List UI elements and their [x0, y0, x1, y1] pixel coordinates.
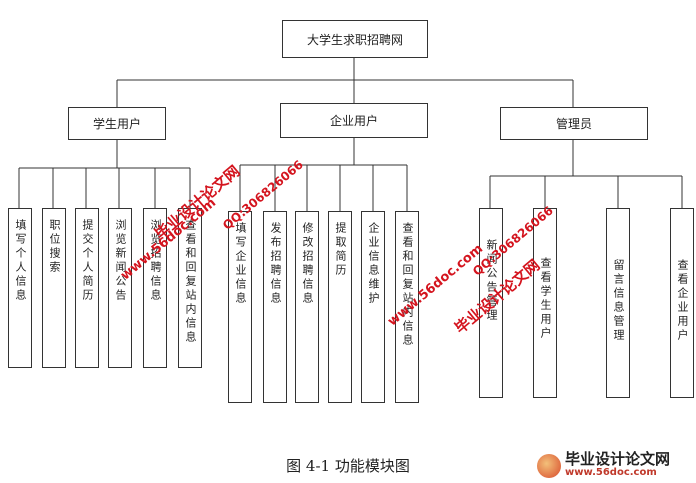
leaf-node: 新闻公告管理 — [479, 208, 503, 398]
leaf-node: 修改招聘信息 — [295, 211, 319, 403]
figure-caption: 图 4-1 功能模块图 — [286, 457, 410, 475]
leaf-node: 查看和回复站内信息 — [178, 208, 202, 368]
leaf-label: 查看和回复站内信息 — [401, 222, 414, 348]
group-node-admin: 管理员 — [500, 107, 648, 140]
leaf-node: 企业信息维护 — [361, 211, 385, 403]
leaf-label: 浏览新闻公告 — [114, 219, 127, 303]
leaf-label: 提取简历 — [334, 222, 347, 278]
leaf-label: 查看学生用户 — [539, 257, 552, 341]
leaf-node: 提取简历 — [328, 211, 352, 403]
leaf-node: 查看学生用户 — [533, 208, 557, 398]
leaf-label: 提交个人简历 — [81, 219, 94, 303]
leaf-node: 浏览招聘信息 — [143, 208, 167, 368]
logo-title: 毕业设计论文网 — [565, 450, 671, 468]
leaf-node: 职位搜索 — [42, 208, 66, 368]
leaf-label: 填写个人信息 — [14, 219, 27, 303]
group-node-student: 学生用户 — [68, 107, 166, 140]
leaf-label: 查看企业用户 — [676, 259, 689, 343]
leaf-label: 新闻公告管理 — [485, 239, 498, 323]
leaf-node: 提交个人简历 — [75, 208, 99, 368]
group-label: 学生用户 — [92, 117, 141, 131]
leaf-label: 修改招聘信息 — [301, 222, 314, 306]
root-node-label: 大学生求职招聘网 — [306, 32, 403, 47]
group-label: 管理员 — [555, 117, 592, 131]
leaf-node: 填写个人信息 — [8, 208, 32, 368]
leaf-node: 浏览新闻公告 — [108, 208, 132, 368]
site-logo: 毕业设计论文网 www.56doc.com — [535, 448, 695, 482]
group-node-enterprise: 企业用户 — [280, 103, 428, 138]
group-label: 企业用户 — [329, 114, 378, 128]
root-node: 大学生求职招聘网 — [282, 20, 428, 58]
logo-icon — [537, 454, 561, 478]
leaf-label: 填写企业信息 — [234, 222, 247, 306]
leaf-label: 企业信息维护 — [367, 222, 380, 306]
leaf-node: 查看企业用户 — [670, 208, 694, 398]
leaf-label: 发布招聘信息 — [269, 222, 282, 306]
leaf-label: 查看和回复站内信息 — [184, 219, 197, 345]
leaf-label: 职位搜索 — [48, 219, 61, 275]
logo-url: www.56doc.com — [565, 467, 657, 478]
leaf-label: 留言信息管理 — [612, 259, 625, 343]
leaf-node: 发布招聘信息 — [263, 211, 287, 403]
leaf-node: 留言信息管理 — [606, 208, 630, 398]
leaf-node: 填写企业信息 — [228, 211, 252, 403]
leaf-node: 查看和回复站内信息 — [395, 211, 419, 403]
leaf-label: 浏览招聘信息 — [149, 219, 162, 303]
